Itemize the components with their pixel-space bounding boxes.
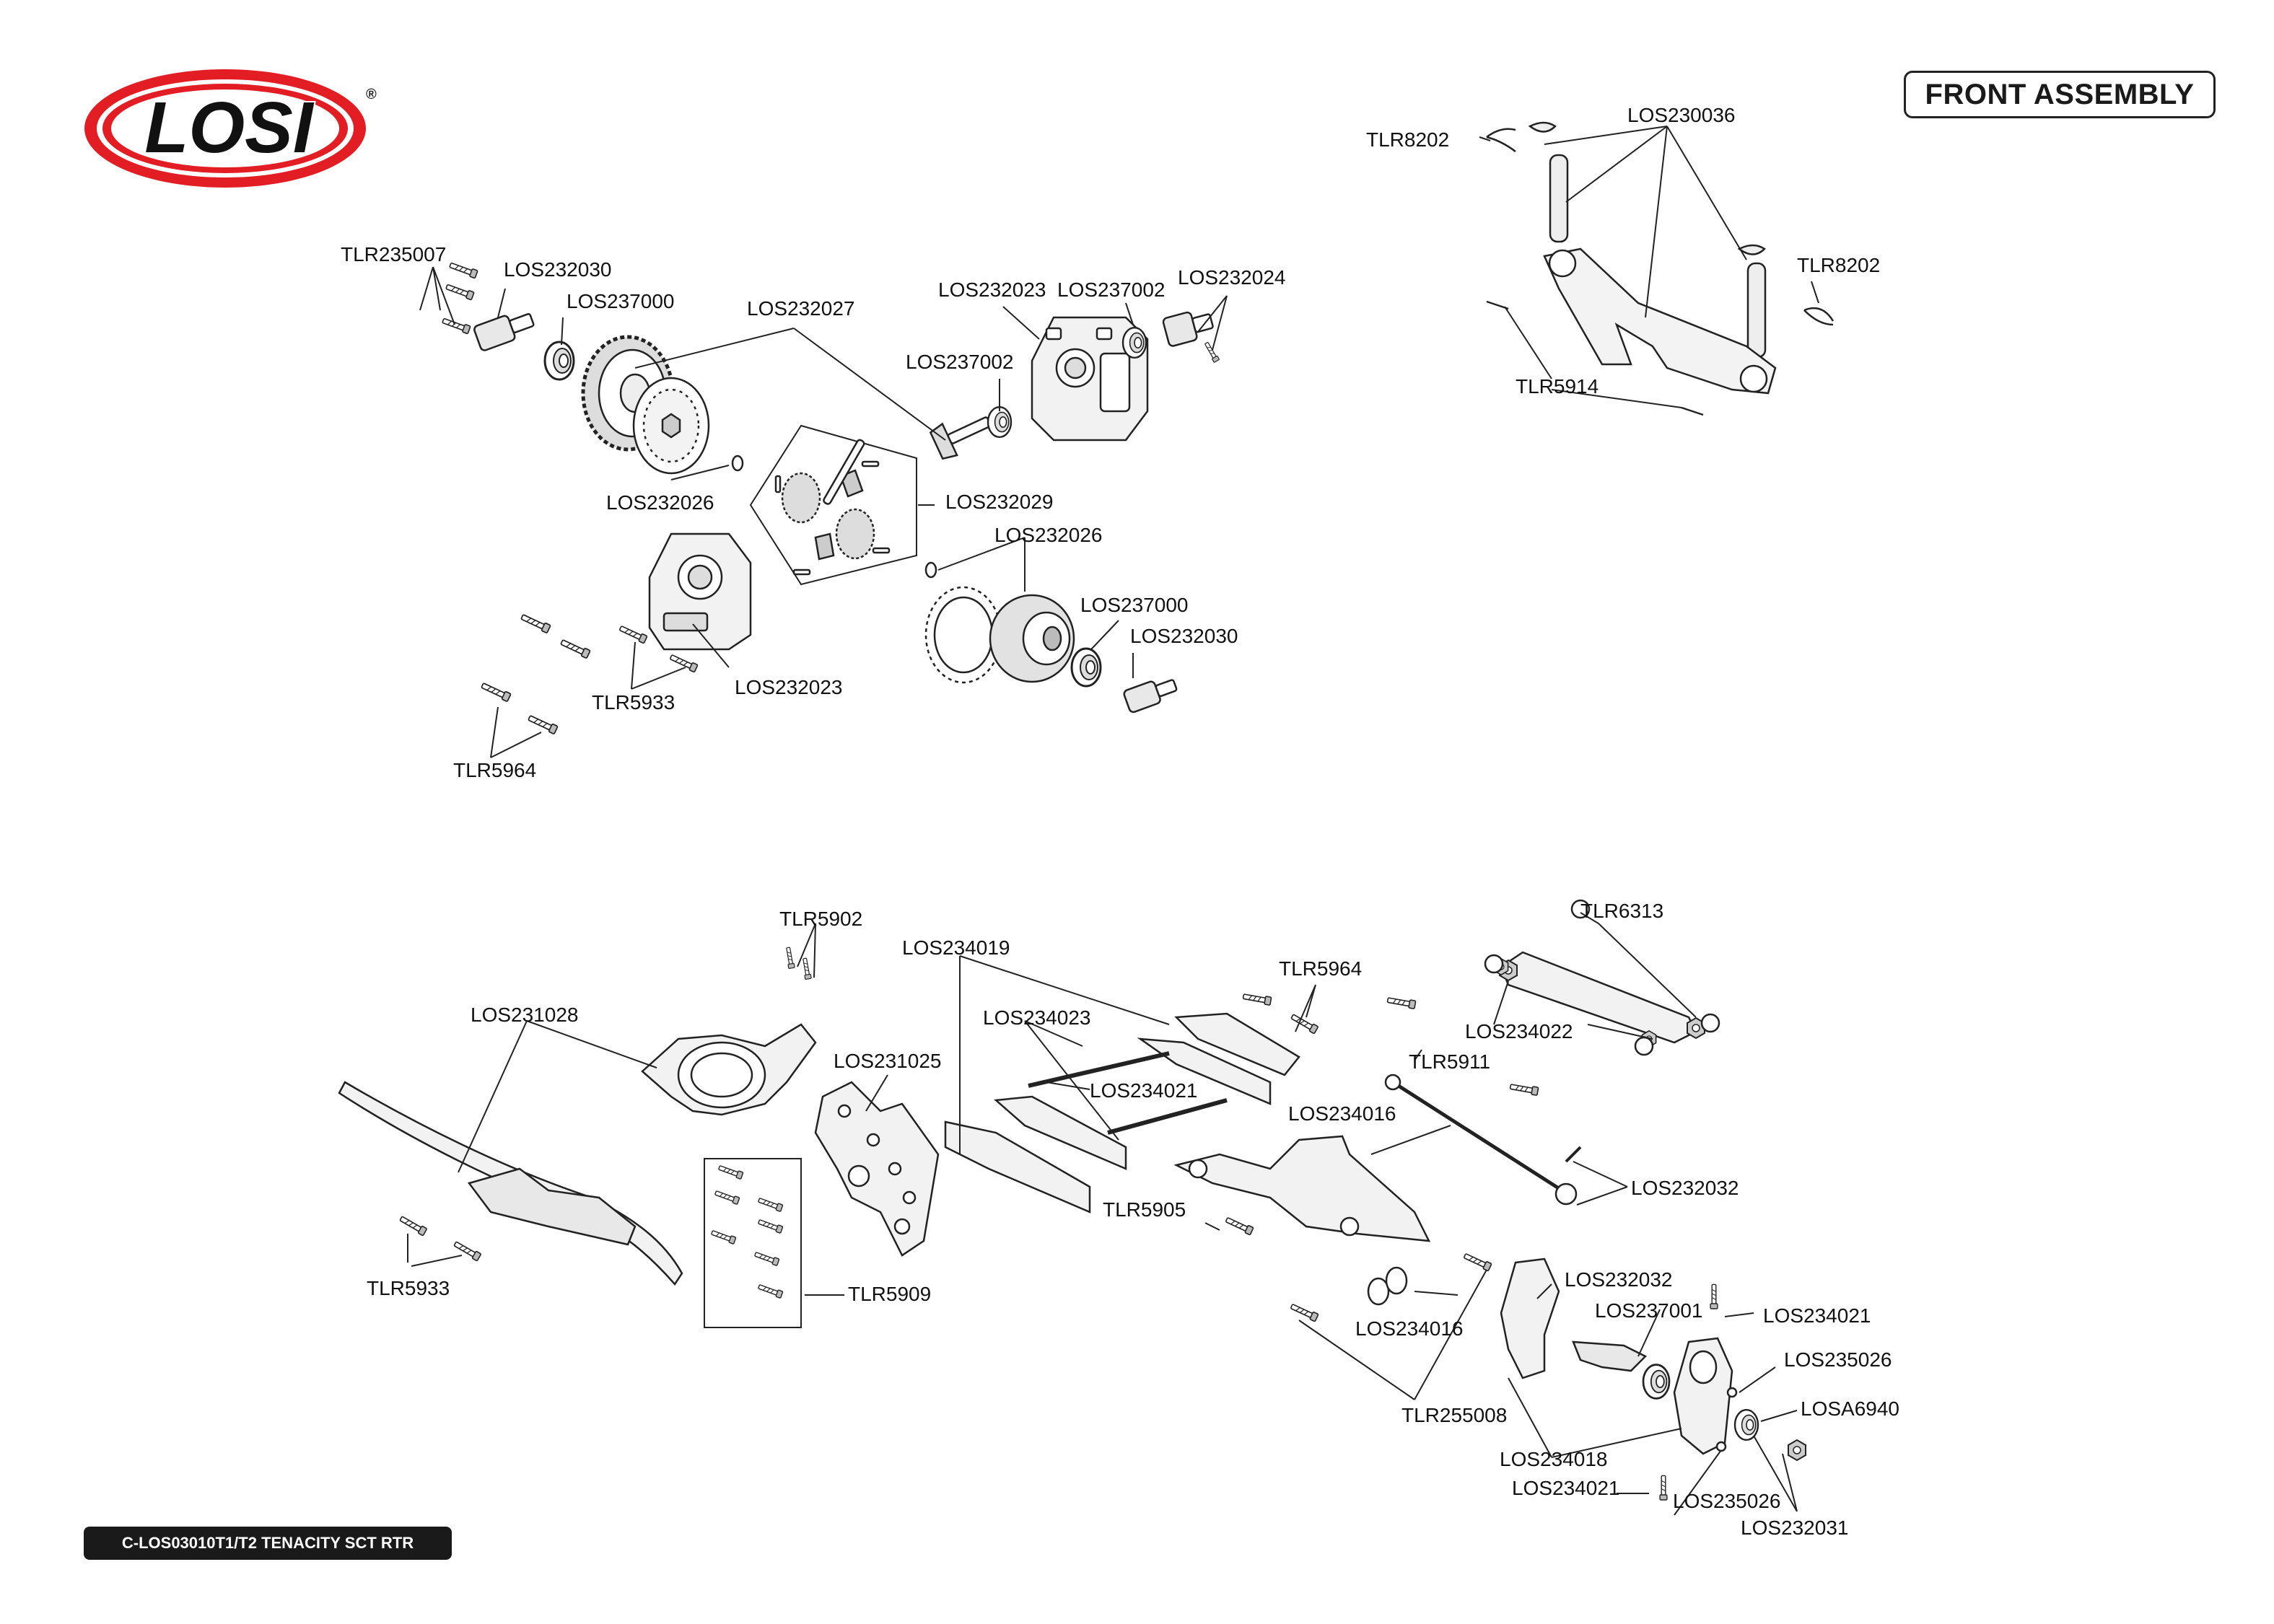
brace-parts: [1486, 121, 1834, 416]
callout-los230036: LOS230036: [1627, 104, 1735, 126]
callout-los232030-right: LOS232030: [1130, 625, 1238, 647]
callout-los234021-top: LOS234021: [1763, 1304, 1871, 1327]
page-title: FRONT ASSEMBLY: [1904, 71, 2216, 118]
callout-tlr5909: TLR5909: [848, 1283, 931, 1305]
callout-los232032-lower: LOS232032: [1565, 1268, 1672, 1291]
bumper-parts: [338, 899, 1807, 1501]
callout-tlr5933-upper: TLR5933: [592, 691, 675, 714]
callout-los234019: LOS234019: [902, 936, 1010, 959]
callout-tlr5933-lower: TLR5933: [367, 1277, 450, 1299]
callout-los234021-center: LOS234021: [1090, 1079, 1197, 1102]
callout-tlr5905: TLR5905: [1103, 1198, 1186, 1221]
callout-tlr5902: TLR5902: [779, 908, 862, 930]
callout-los237002-right: LOS237002: [1057, 278, 1165, 301]
callout-tlr235007: TLR235007: [341, 243, 446, 265]
callout-tlr8202-right: TLR8202: [1797, 254, 1880, 276]
leader-lines: [407, 126, 1819, 1516]
callout-los232030: LOS232030: [504, 258, 611, 281]
callout-los232023-lower: LOS232023: [735, 676, 842, 698]
callout-tlr6313: TLR6313: [1580, 900, 1663, 922]
losi-logo: LOSI: [84, 69, 366, 188]
callout-los232023-upper: LOS232023: [938, 278, 1046, 301]
callout-los237002-left: LOS237002: [906, 351, 1013, 373]
callout-los232031: LOS232031: [1741, 1517, 1848, 1539]
callout-los232029: LOS232029: [945, 491, 1053, 513]
callout-tlr5914: TLR5914: [1516, 375, 1599, 398]
callout-los235026-bottom: LOS235026: [1673, 1490, 1780, 1512]
callout-los231028: LOS231028: [471, 1004, 578, 1026]
model-label: C-LOS03010T1/T2 TENACITY SCT RTR: [84, 1527, 452, 1560]
logo-text: LOSI: [144, 87, 315, 168]
callout-los232024: LOS232024: [1178, 266, 1285, 289]
callout-los232027: LOS232027: [747, 297, 854, 320]
callout-los237000-right: LOS237000: [1080, 594, 1188, 616]
callout-tlr8202-left: TLR8202: [1366, 128, 1449, 151]
callout-los234016-upper: LOS234016: [1288, 1102, 1396, 1125]
callout-losa6940: LOSA6940: [1801, 1397, 1899, 1420]
callout-los234022: LOS234022: [1465, 1020, 1573, 1043]
callout-los232026-left: LOS232026: [606, 491, 714, 514]
callout-los232026-right: LOS232026: [994, 524, 1102, 546]
callout-los231025: LOS231025: [834, 1050, 941, 1072]
callout-tlr5964-lower: TLR5964: [1279, 957, 1362, 980]
callout-tlr5964-upper: TLR5964: [453, 759, 536, 781]
callout-los234018: LOS234018: [1500, 1448, 1607, 1470]
diff-parts: [441, 260, 1220, 735]
callout-los234016-lower: LOS234016: [1355, 1317, 1463, 1340]
callout-los235026-top: LOS235026: [1784, 1348, 1892, 1371]
registered-mark: ®: [366, 87, 377, 102]
callout-tlr5911: TLR5911: [1409, 1050, 1490, 1073]
callout-los234021-bottom: LOS234021: [1512, 1477, 1619, 1499]
callout-los232032-right: LOS232032: [1631, 1177, 1739, 1199]
callout-los237000: LOS237000: [567, 290, 674, 312]
callout-los234023: LOS234023: [983, 1006, 1090, 1029]
callout-los237001: LOS237001: [1595, 1299, 1702, 1322]
callout-tlr255008: TLR255008: [1401, 1404, 1507, 1426]
